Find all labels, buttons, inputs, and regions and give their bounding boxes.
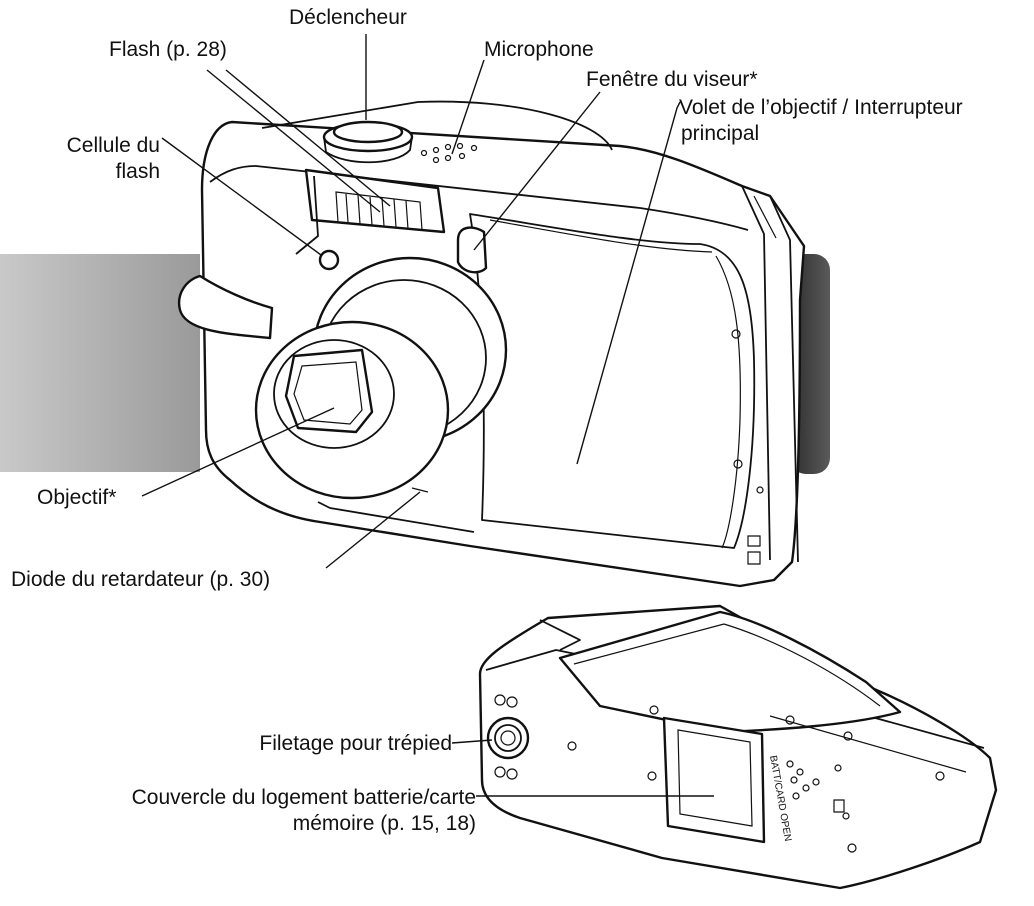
shutter-button: [322, 120, 414, 164]
label-declencheur: Déclencheur: [289, 6, 407, 29]
tripod-socket: [486, 716, 530, 760]
front-camera: [177, 100, 806, 588]
leader-cellule: [161, 137, 322, 256]
leader-diode: [325, 491, 421, 569]
leader-flash-b: [225, 69, 391, 207]
flash-sensor: [318, 249, 340, 271]
leader-volet: [576, 101, 681, 465]
callout-labels: Déclencheur Flash (p. 28) Microphone Fen…: [11, 6, 963, 835]
lens-assembly: [254, 256, 508, 500]
label-cellule-line1: Cellule du: [67, 134, 160, 157]
label-diode: Diode du retardateur (p. 30): [11, 568, 270, 591]
bottom-camera: BATT/CARD OPEN: [478, 604, 998, 890]
label-flash: Flash (p. 28): [109, 38, 227, 61]
leader-objectif: [141, 407, 335, 497]
leader-filetage: [451, 739, 493, 744]
viewfinder-window: [456, 226, 488, 274]
label-couvercle-line2: mémoire (p. 15, 18): [293, 812, 476, 835]
flash-grid: [335, 191, 423, 231]
label-objectif: Objectif*: [37, 486, 116, 509]
leader-flash-a: [206, 69, 381, 213]
leader-lines: [141, 34, 714, 797]
label-fenetre-viseur: Fenêtre du viseur*: [586, 68, 758, 91]
leader-microphone: [451, 59, 485, 155]
microphone-holes: [420, 142, 478, 164]
label-volet-line2: principal: [681, 122, 759, 145]
label-couvercle-line1: Couvercle du logement batterie/carte: [132, 786, 476, 809]
label-volet-line1: Volet de l’objectif / Interrupteur: [679, 96, 963, 119]
leader-viseur: [473, 91, 601, 251]
label-cellule-line2: flash: [116, 160, 160, 183]
left-band: [0, 254, 200, 472]
label-microphone: Microphone: [484, 38, 594, 61]
label-filetage: Filetage pour trépied: [259, 732, 452, 755]
